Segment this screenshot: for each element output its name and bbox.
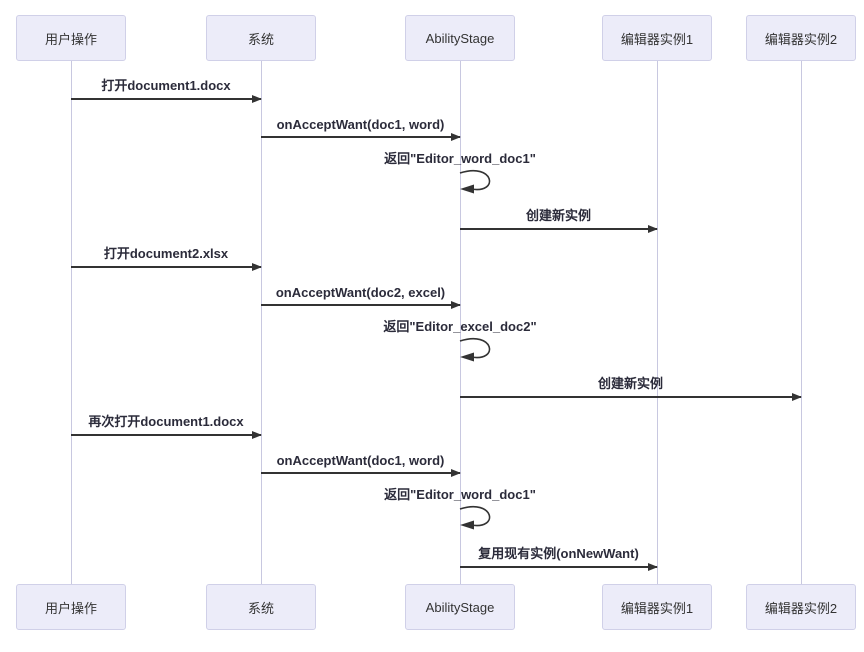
actor-label: AbilityStage xyxy=(425,599,495,615)
actor-top-editor-2: 编辑器实例2 xyxy=(746,15,856,61)
message-2: onAcceptWant(doc1, word) xyxy=(261,114,461,141)
arrowhead-icon xyxy=(648,225,658,233)
actor-label: 编辑器实例1 xyxy=(620,600,694,616)
message-label: 复用现有实例(onNewWant) xyxy=(478,546,639,561)
lifeline-ability-stage xyxy=(460,61,461,584)
actor-top-ability-stage: AbilityStage xyxy=(405,15,515,61)
lifeline-system xyxy=(261,61,262,584)
message-label: 打开document1.docx xyxy=(101,78,231,93)
message-4: 创建新实例 xyxy=(460,206,658,233)
message-label: 返回"Editor_word_doc1" xyxy=(384,487,536,502)
actor-label: 编辑器实例1 xyxy=(620,31,694,47)
self-loop-arrow-icon xyxy=(459,506,491,530)
actor-label: 用户操作 xyxy=(44,600,97,616)
message-8: 创建新实例 xyxy=(460,374,802,401)
message-label: 创建新实例 xyxy=(525,208,591,223)
message-label: onAcceptWant(doc1, word) xyxy=(276,453,445,468)
arrowhead-icon xyxy=(252,431,262,439)
actor-bottom-ability-stage: AbilityStage xyxy=(405,584,515,630)
arrowhead-icon xyxy=(451,469,461,477)
actor-top-system: 系统 xyxy=(206,15,316,61)
message-label: 创建新实例 xyxy=(597,376,663,391)
message-label: 返回"Editor_word_doc1" xyxy=(384,151,536,166)
self-loop-arrow-icon xyxy=(459,170,491,194)
actor-label: 系统 xyxy=(247,31,274,47)
lifeline-editor-1 xyxy=(657,61,658,584)
message-label: onAcceptWant(doc1, word) xyxy=(276,117,445,132)
actor-label: 用户操作 xyxy=(44,31,97,47)
message-9: 再次打开document1.docx xyxy=(71,412,262,439)
arrowhead-icon xyxy=(451,301,461,309)
lifeline-user-ops xyxy=(71,61,72,584)
message-label: onAcceptWant(doc2, excel) xyxy=(275,285,446,300)
actor-top-user-ops: 用户操作 xyxy=(16,15,126,61)
actor-label: 系统 xyxy=(247,600,274,616)
arrowhead-icon xyxy=(252,95,262,103)
message-1: 打开document1.docx xyxy=(71,76,262,103)
message-12: 复用现有实例(onNewWant) xyxy=(460,544,658,571)
actor-label: 编辑器实例2 xyxy=(764,31,838,47)
message-6: onAcceptWant(doc2, excel) xyxy=(261,282,461,309)
message-10: onAcceptWant(doc1, word) xyxy=(261,450,461,477)
actor-bottom-editor-1: 编辑器实例1 xyxy=(602,584,712,630)
actor-label: AbilityStage xyxy=(425,30,495,46)
self-loop-arrow-icon xyxy=(459,338,491,362)
actor-top-editor-1: 编辑器实例1 xyxy=(602,15,712,61)
message-label: 打开document2.xlsx xyxy=(103,246,229,261)
actor-bottom-user-ops: 用户操作 xyxy=(16,584,126,630)
arrowhead-icon xyxy=(792,393,802,401)
message-label: 返回"Editor_excel_doc2" xyxy=(383,319,537,334)
lifeline-editor-2 xyxy=(801,61,802,584)
actor-bottom-editor-2: 编辑器实例2 xyxy=(746,584,856,630)
message-5: 打开document2.xlsx xyxy=(71,244,262,271)
arrowhead-icon xyxy=(252,263,262,271)
arrowhead-icon xyxy=(451,133,461,141)
actor-bottom-system: 系统 xyxy=(206,584,316,630)
actor-label: 编辑器实例2 xyxy=(764,600,838,616)
message-label: 再次打开document1.docx xyxy=(88,414,244,429)
arrowhead-icon xyxy=(648,563,658,571)
